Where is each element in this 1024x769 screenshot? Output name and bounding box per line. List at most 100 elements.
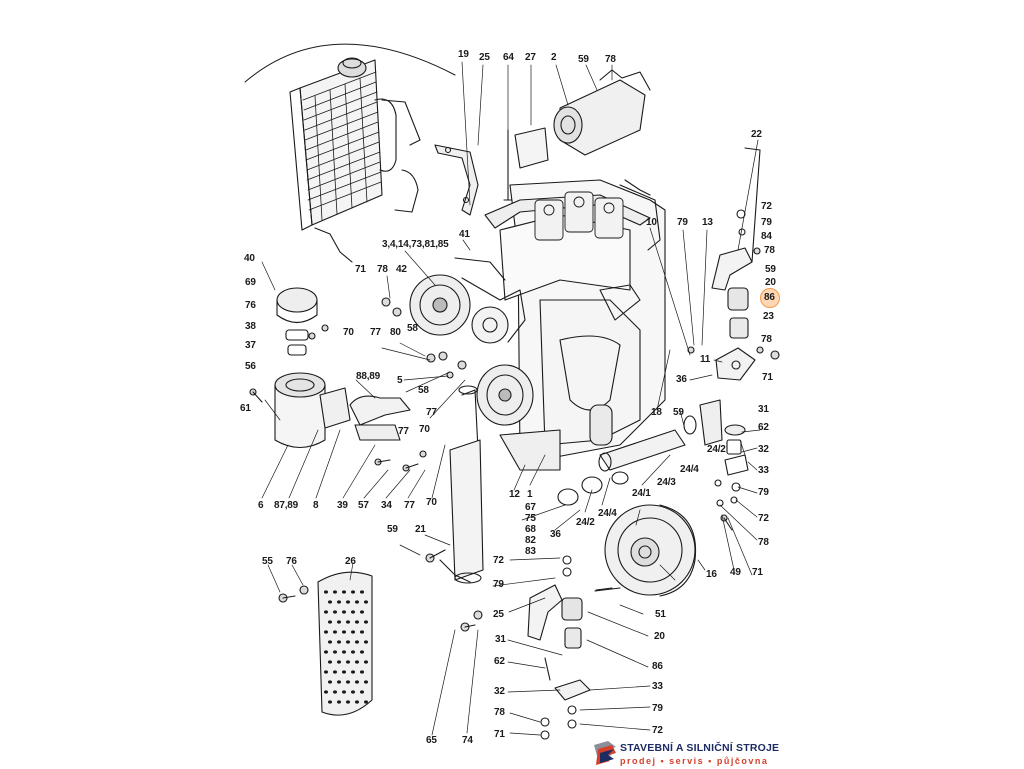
perforation-hole: [364, 700, 368, 704]
perforation-hole: [364, 660, 368, 664]
leader-lines: [261, 61, 761, 736]
part-callout-76a: 76: [245, 300, 256, 311]
perforation-hole: [364, 680, 368, 684]
engine-mount-upper: [711, 147, 761, 381]
perforation-hole: [355, 680, 359, 684]
silencer: [439, 385, 484, 584]
perforation-hole: [324, 670, 328, 674]
part-callout-31a: 31: [758, 404, 769, 415]
part-callout-24_2b: 24/2: [576, 517, 595, 528]
perforation-hole: [360, 630, 364, 634]
part-callout-79e: 79: [652, 703, 663, 714]
part-callout-11: 11: [700, 354, 711, 365]
heat-shield: [317, 571, 373, 716]
bolt-shanks: [252, 391, 733, 628]
part-callout-25b: 25: [493, 609, 504, 620]
part-callout-21: 21: [415, 524, 426, 535]
part-callout-33b: 33: [652, 681, 663, 692]
perforation-hole: [342, 610, 346, 614]
part-callout-23: 23: [763, 311, 774, 322]
part-callout-78b: 78: [764, 245, 775, 256]
part-callout-71d: 71: [494, 729, 505, 740]
perforation-hole: [342, 690, 346, 694]
part-callout-72c: 72: [493, 555, 504, 566]
perforation-hole: [342, 630, 346, 634]
part-callout-61: 61: [240, 403, 251, 414]
perforation-hole: [324, 630, 328, 634]
part-callout-22: 22: [751, 129, 762, 140]
part-callout-32b: 32: [494, 686, 505, 697]
part-callout-31b: 31: [495, 634, 506, 645]
perforation-hole: [364, 640, 368, 644]
perforation-hole: [346, 600, 350, 604]
part-callout-84: 84: [761, 231, 772, 242]
part-callout-79a: 79: [761, 217, 772, 228]
part-callout-70b: 70: [419, 424, 430, 435]
perforation-hole: [360, 670, 364, 674]
perforation-hole: [360, 590, 364, 594]
part-callout-82: 82: [525, 535, 536, 546]
part-callout-79c: 79: [758, 487, 769, 498]
part-callout-75: 75: [525, 513, 536, 524]
radiator: [244, 43, 456, 263]
company-logo-mark: [594, 741, 616, 765]
perforation-hole: [333, 630, 337, 634]
part-callout-77a: 77: [370, 327, 381, 338]
perforation-hole: [355, 660, 359, 664]
part-callout-59b: 59: [765, 264, 776, 275]
perforation-hole: [346, 640, 350, 644]
perforation-hole: [337, 640, 341, 644]
part-callout-6: 6: [258, 500, 264, 511]
part-callout-8: 8: [313, 500, 319, 511]
part-callout-51: 51: [655, 609, 666, 620]
part-callout-27: 27: [525, 52, 536, 63]
perforation-hole: [355, 700, 359, 704]
part-callout-40: 40: [244, 253, 255, 264]
perforation-hole: [333, 650, 337, 654]
part-callout-57: 57: [358, 500, 369, 511]
mount-parts-right: [714, 424, 749, 507]
perforation-hole: [328, 700, 332, 704]
part-callout-18: 18: [651, 407, 662, 418]
perforation-hole: [351, 630, 355, 634]
part-callout-20b: 20: [654, 631, 665, 642]
part-callout-56: 56: [245, 361, 256, 372]
perforation-hole: [364, 600, 368, 604]
part-callout-87: 87,89: [274, 500, 299, 511]
starter-motor: [503, 69, 651, 201]
exhaust-pipe: [557, 399, 723, 506]
part-callout-86a[interactable]: 86: [764, 292, 775, 303]
perforation-hole: [324, 650, 328, 654]
part-callout-86b: 86: [652, 661, 663, 672]
part-callout-64: 64: [503, 52, 514, 63]
perforation-hole: [346, 660, 350, 664]
perforation-hole: [333, 610, 337, 614]
part-callout-24_4b: 24/4: [598, 508, 617, 519]
part-callout-24_4a: 24/4: [680, 464, 699, 475]
part-callout-77c: 77: [398, 426, 409, 437]
perforation-hole: [346, 680, 350, 684]
part-callout-24_1: 24/1: [632, 488, 651, 499]
part-callout-78c: 78: [377, 264, 388, 275]
part-callout-39: 39: [337, 500, 348, 511]
perforation-hole: [360, 610, 364, 614]
part-callout-72b: 72: [758, 513, 769, 524]
part-callout-10: 10: [646, 217, 657, 228]
perforation-hole: [337, 600, 341, 604]
perforation-hole: [324, 590, 328, 594]
perforation-hole: [360, 690, 364, 694]
part-callout-72d: 72: [652, 725, 663, 736]
pulleys: [409, 257, 534, 426]
bracket-top: [434, 144, 479, 216]
perforation-hole: [342, 670, 346, 674]
part-callout-24_2a: 24/2: [707, 444, 726, 455]
part-callout-16: 16: [706, 569, 717, 580]
perforation-hole: [355, 620, 359, 624]
part-callout-33a: 33: [758, 465, 769, 476]
perforation-hole: [351, 650, 355, 654]
part-callout-78d: 78: [761, 334, 772, 345]
part-callout-67: 67: [525, 502, 536, 513]
part-callout-79b: 79: [677, 217, 688, 228]
part-callout-1: 1: [527, 489, 533, 500]
